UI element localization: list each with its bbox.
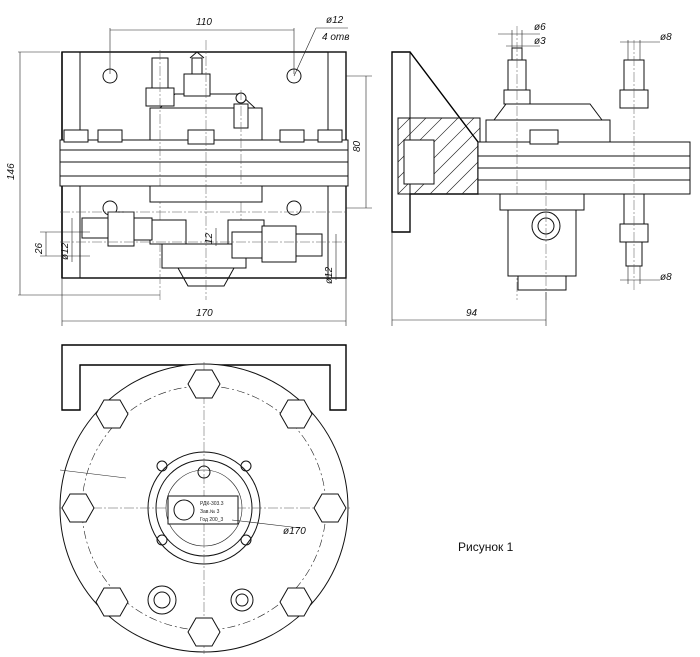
- side-dimensions: ø6 ø3 ø8 ø8 94: [391, 22, 672, 326]
- front-view: [59, 40, 349, 300]
- outlet-fitting: [231, 231, 263, 259]
- dim-80: 80: [352, 140, 363, 152]
- dim-170-front: 170: [196, 308, 213, 319]
- nameplate-line1: РДК-303.3: [200, 501, 224, 507]
- dim-d3: ø3: [534, 36, 546, 47]
- side-view: [391, 26, 691, 300]
- dim-94: 94: [466, 308, 478, 319]
- nameplate-line2: Зав.№ 3: [200, 509, 220, 515]
- plan-bracket: [61, 344, 347, 411]
- mount-hole: [286, 200, 302, 216]
- dim-d170-plan: ø170: [283, 526, 306, 537]
- dim-110: 110: [196, 17, 212, 28]
- flange-band: [59, 139, 349, 187]
- dim-12-mid: 12: [204, 232, 215, 244]
- nameplate-logo: [173, 499, 195, 521]
- flange-bolts: [61, 369, 347, 647]
- dim-d6: ø6: [534, 22, 546, 33]
- plan-view: РДК-303.3 Зав.№ 3 Год 200_3 ø170: [59, 344, 350, 654]
- front-dimensions: 110 ø12 4 отв 146 80 26 ø12 12 ø12 170: [6, 15, 372, 326]
- dim-d12-right: ø12: [324, 266, 335, 284]
- dim-4otv: 4 отв: [322, 32, 349, 43]
- dim-146: 146: [6, 163, 17, 180]
- dim-d12-left: ø12: [60, 242, 71, 260]
- figure-caption: Рисунок 1: [458, 540, 514, 554]
- dim-d12-top: ø12: [326, 15, 344, 26]
- inlet-fitting: [81, 217, 109, 239]
- nameplate-line3: Год 200_3: [200, 517, 223, 523]
- dim-d8-top: ø8: [660, 32, 672, 43]
- dim-26: 26: [34, 242, 45, 255]
- side-lower-body: [507, 209, 577, 277]
- dim-d8-bot: ø8: [660, 272, 672, 283]
